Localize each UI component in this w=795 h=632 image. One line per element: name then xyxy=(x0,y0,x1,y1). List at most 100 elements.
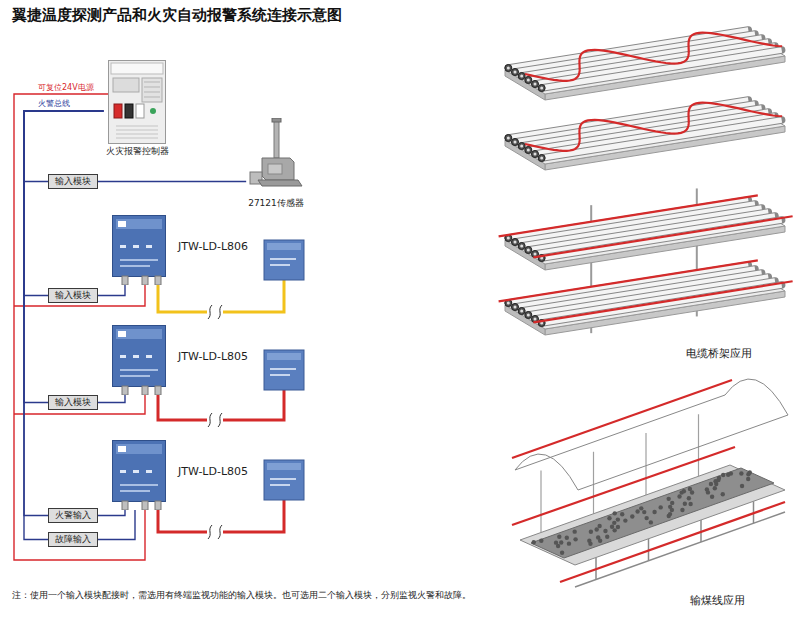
node-label: JTW-LD-L805 xyxy=(178,465,252,478)
coal-lump xyxy=(603,529,607,533)
coal-lump xyxy=(668,505,672,509)
panel-line xyxy=(144,82,160,83)
coal-lump xyxy=(713,486,717,490)
device-case xyxy=(113,441,166,502)
cable xyxy=(535,216,775,254)
module-box: 火警输入 xyxy=(48,508,98,523)
device-lamp xyxy=(120,245,126,248)
switch-black xyxy=(125,104,133,118)
device-lamp xyxy=(133,470,139,473)
cable xyxy=(535,116,775,154)
node-label: 输入模块 xyxy=(55,176,91,187)
heat-cable xyxy=(525,33,782,81)
signal-wire xyxy=(98,510,135,540)
device-logo xyxy=(118,446,126,452)
coal-lump xyxy=(532,540,536,544)
coal-lump xyxy=(557,535,561,539)
conveyor-cover xyxy=(515,379,788,490)
cable-end xyxy=(518,73,525,80)
coal-lump xyxy=(597,524,601,528)
vent-line xyxy=(116,134,158,135)
coal-lump xyxy=(668,512,672,516)
cable-outline xyxy=(542,120,782,158)
cable-end xyxy=(525,77,532,84)
cable-gland xyxy=(142,276,148,285)
coal-lump xyxy=(539,539,543,543)
figure-drawing xyxy=(248,118,304,196)
cable-end xyxy=(505,135,512,142)
cable-outline xyxy=(542,285,782,323)
signal-wire xyxy=(24,111,104,540)
device-header xyxy=(116,444,162,454)
cable-gland xyxy=(155,501,161,510)
coal-lump xyxy=(616,525,620,529)
coal-lump xyxy=(560,550,564,554)
diagram-title: 翼捷温度探测产品和火灾自动报警系统连接示意图 xyxy=(12,6,342,25)
device-line xyxy=(120,259,158,261)
coal-lump xyxy=(635,509,639,513)
coal-lump xyxy=(666,497,670,501)
coal-lump xyxy=(623,518,627,522)
cable-end xyxy=(525,247,532,254)
terminal-line xyxy=(270,368,296,370)
coal-lump xyxy=(605,534,609,538)
node-label: JTW-LD-L806 xyxy=(178,240,252,253)
node-label: 火警输入 xyxy=(55,510,91,521)
cable-core xyxy=(540,157,543,160)
break-symbol xyxy=(218,525,222,539)
switch-white xyxy=(136,104,144,118)
cable-outline xyxy=(542,50,782,88)
panel-line xyxy=(144,97,160,98)
cable-core xyxy=(527,79,530,82)
break-symbol xyxy=(208,525,212,539)
device-lamp xyxy=(133,245,139,248)
cable-core xyxy=(527,314,530,317)
cable-outline xyxy=(535,46,775,84)
device-lamp xyxy=(146,245,152,248)
cable-gland xyxy=(122,386,128,395)
coal-lump xyxy=(682,489,686,493)
coal-lump xyxy=(620,512,624,516)
coal-lump xyxy=(572,529,576,533)
coal-lump xyxy=(688,487,692,491)
coal-lump xyxy=(554,540,558,544)
sensor-base xyxy=(258,180,302,186)
cable-gland xyxy=(142,386,148,395)
node-label: JTW-LD-L805 xyxy=(178,350,252,363)
cable-core xyxy=(534,83,537,86)
cable-core xyxy=(507,302,510,305)
coal-lump xyxy=(630,514,634,518)
sensor-housing xyxy=(262,158,294,180)
cover-post xyxy=(698,414,699,476)
cable-end xyxy=(532,151,539,158)
coal-lump xyxy=(680,508,684,512)
coal-lump xyxy=(729,471,733,475)
coal-lump xyxy=(717,476,721,480)
coal-lump xyxy=(589,530,593,534)
coal-lump xyxy=(710,494,714,498)
coal-lump xyxy=(613,511,617,515)
coal-lump xyxy=(658,505,662,509)
cabinet-panel xyxy=(142,78,162,102)
device-logo xyxy=(118,221,126,227)
device-line xyxy=(120,369,158,371)
cable xyxy=(535,281,775,319)
heat-cable xyxy=(499,260,758,301)
break-symbol xyxy=(208,305,212,319)
panel-line xyxy=(144,87,160,88)
coal-lump xyxy=(705,487,709,491)
cable-end xyxy=(532,81,539,88)
coal-lump xyxy=(642,510,646,514)
cable-outline xyxy=(542,220,782,258)
note-text: 注：使用一个输入模块配接时，需选用有终端监视功能的输入模块。也可选用二个输入模块… xyxy=(12,590,471,601)
switch-red xyxy=(114,104,122,118)
terminal-box xyxy=(264,240,304,280)
cable-core xyxy=(507,137,510,140)
coal-lump xyxy=(573,537,577,541)
device-lamp xyxy=(133,355,139,358)
module-box: 输入模块 xyxy=(48,395,98,410)
vent-line xyxy=(116,126,158,127)
cover-post xyxy=(593,452,594,514)
signal-wire xyxy=(98,510,125,516)
